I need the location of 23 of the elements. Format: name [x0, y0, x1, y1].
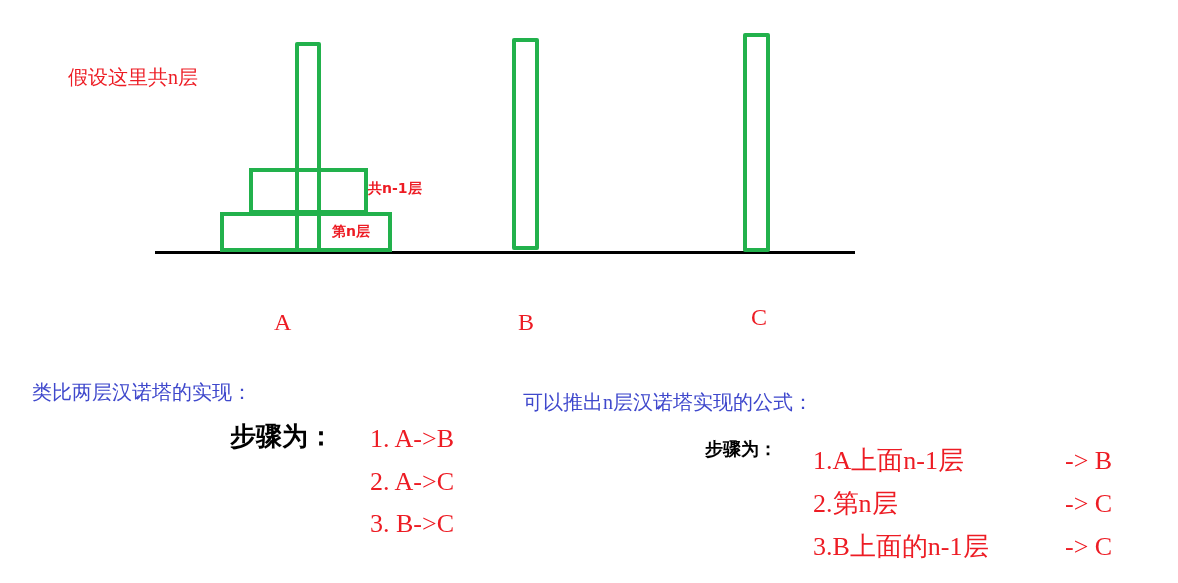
disc-block	[220, 212, 392, 252]
step-target: -> B	[1065, 448, 1113, 474]
step-target: -> C	[1065, 534, 1113, 560]
peg-label: A	[274, 310, 292, 334]
disc-label: 第n层	[332, 223, 370, 241]
step-text: 2.第n层	[813, 491, 898, 517]
step-target: -> C	[1065, 491, 1113, 517]
peg-label: B	[518, 310, 534, 334]
step-text: 1. A->B	[370, 426, 454, 452]
peg-bar	[743, 33, 770, 252]
peg-bar	[512, 38, 539, 250]
heading-text: 可以推出n层汉诺塔实现的公式：	[523, 392, 813, 412]
step-text: 3.B上面的n-1层	[813, 534, 989, 560]
steps-heading: 步骤为：	[230, 424, 334, 450]
step-text: 2. A->C	[370, 469, 454, 495]
step-text: 3. B->C	[370, 511, 454, 537]
disc-block	[249, 168, 368, 214]
steps-heading: 步骤为：	[705, 440, 777, 458]
heading-text: 类比两层汉诺塔的实现：	[32, 382, 252, 402]
note-text: 假设这里共n层	[68, 67, 198, 87]
peg-label: C	[751, 305, 767, 329]
disc-caption: 共n-1层	[368, 180, 422, 198]
step-text: 1.A上面n-1层	[813, 448, 964, 474]
